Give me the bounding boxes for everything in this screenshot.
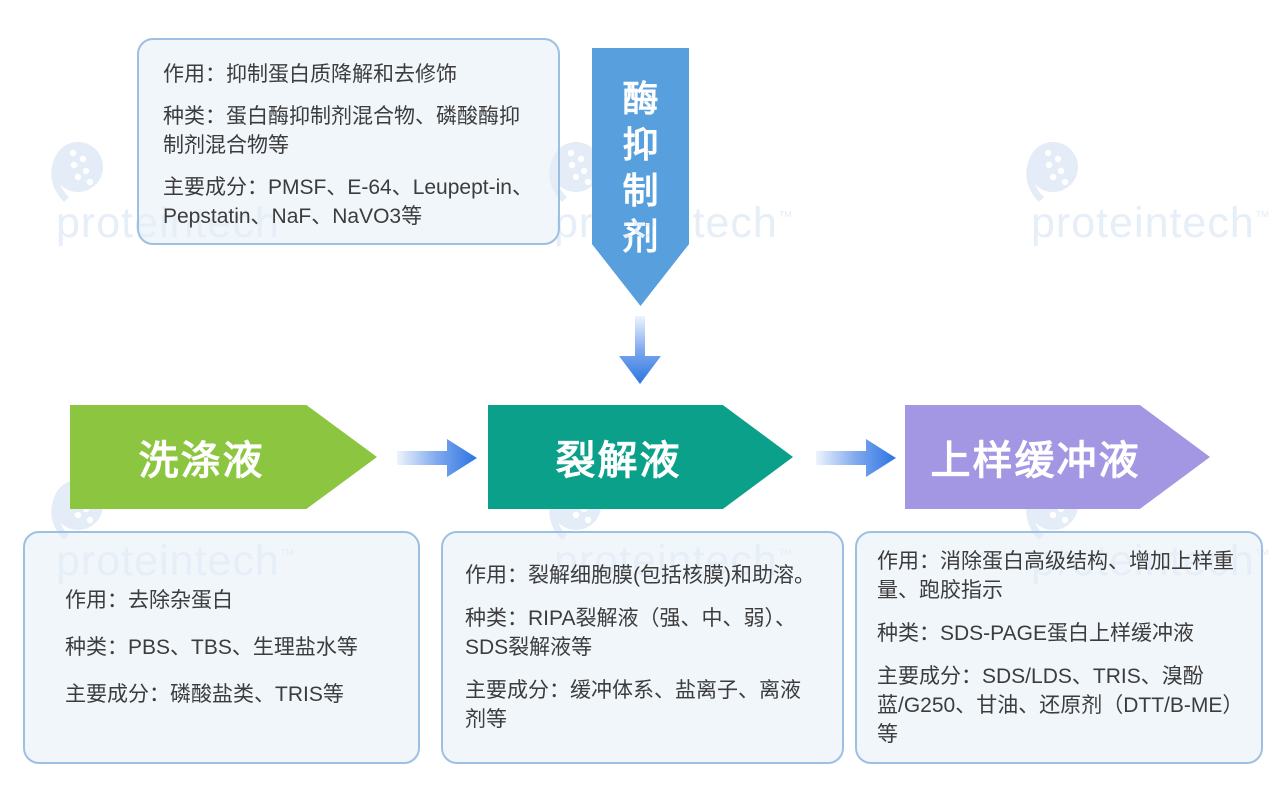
step-label: 裂解液: [555, 439, 682, 483]
wash-buffer-info-box: 作用：去除杂蛋白 种类：PBS、TBS、生理盐水等 主要成分：磷酸盐类、TRIS…: [23, 531, 420, 764]
proteintech-logo-icon: [51, 142, 103, 202]
function-line: 作用：裂解细胞膜(包括核膜)和助溶。: [465, 564, 815, 587]
flow-arrow-icon: [397, 439, 477, 477]
step-label: 洗涤液: [138, 439, 265, 483]
watermark-text: proteintech™: [1031, 199, 1271, 247]
components-line: 主要成分：PMSF、E-64、Leupept-in、Pepstatin、NaF、…: [163, 176, 533, 228]
components-line: 主要成分：缓冲体系、盐离子、离液剂等: [465, 679, 801, 731]
components-line: 主要成分：磷酸盐类、TRIS等: [65, 683, 344, 706]
function-line: 作用：抑制蛋白质降解和去修饰: [163, 63, 457, 86]
enzyme-banner-label: 酶抑制剂: [622, 78, 659, 257]
function-line: 作用：消除蛋白高级结构、增加上样重量、跑胶指示: [877, 549, 1234, 602]
proteintech-logo-icon: [1026, 142, 1078, 202]
enzyme-inhibitor-info-box: 作用：抑制蛋白质降解和去修饰 种类：蛋白酶抑制剂混合物、磷酸酶抑制剂混合物等 主…: [137, 38, 560, 245]
types-line: 种类：RIPA裂解液（强、中、弱）、SDS裂解液等: [465, 607, 796, 659]
components-line: 主要成分：SDS/LDS、TRIS、溴酚蓝/G250、甘油、还原剂（DTT/B-…: [877, 664, 1233, 746]
step-arrow-wash-buffer: 洗涤液: [70, 405, 377, 509]
enzyme-inhibitor-banner: 酶抑制剂: [592, 48, 689, 306]
lysis-buffer-info-box: 作用：裂解细胞膜(包括核膜)和助溶。 种类：RIPA裂解液（强、中、弱）、SDS…: [441, 531, 844, 764]
types-line: 种类：蛋白酶抑制剂混合物、磷酸酶抑制剂混合物等: [163, 105, 520, 157]
types-line: 种类：SDS-PAGE蛋白上样缓冲液: [877, 621, 1194, 645]
types-line: 种类：PBS、TBS、生理盐水等: [65, 636, 358, 659]
watermark: proteintech™: [1015, 140, 1271, 248]
step-arrow-loading-buffer: 上样缓冲液: [905, 405, 1210, 509]
flow-arrow-icon: [816, 439, 896, 477]
down-arrow-icon: [619, 316, 661, 384]
step-label: 上样缓冲液: [930, 439, 1141, 483]
function-line: 作用：去除杂蛋白: [65, 589, 233, 612]
loading-buffer-info-box: 作用：消除蛋白高级结构、增加上样重量、跑胶指示 种类：SDS-PAGE蛋白上样缓…: [855, 531, 1263, 764]
step-arrow-lysis-buffer: 裂解液: [488, 405, 793, 509]
